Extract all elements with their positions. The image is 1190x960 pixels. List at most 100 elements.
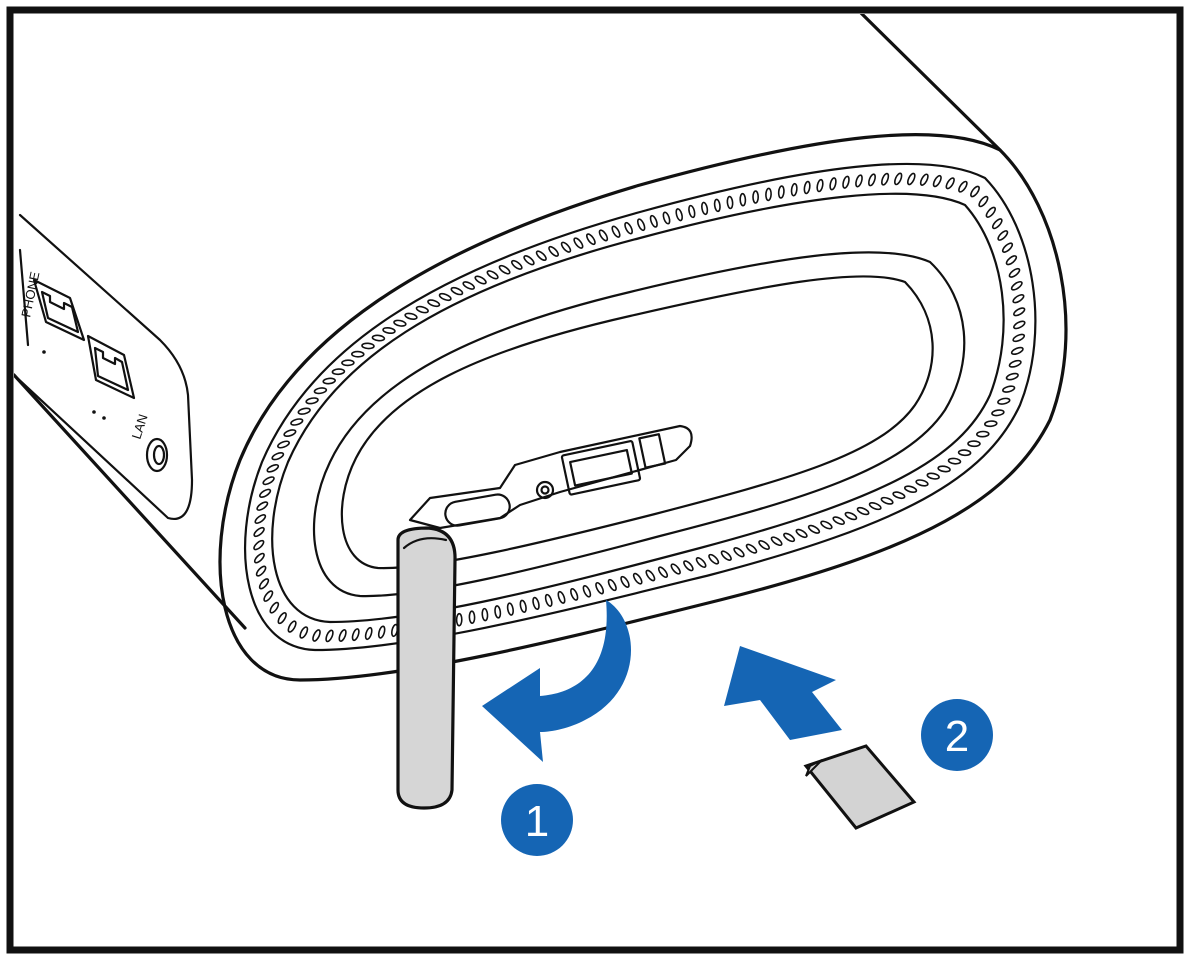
vent-hole [486,270,499,280]
vent-hole [726,195,734,210]
vent-hole [258,578,270,590]
curved-arrow-icon [482,600,632,762]
vent-hole [976,430,990,438]
vent-hole [807,524,821,534]
vent-hole [997,397,1011,405]
vent-hole [662,211,671,225]
vent-hole [970,185,980,198]
vent-hole [481,607,489,622]
vent-hole [708,553,720,565]
vent-hole [695,557,707,568]
vent-hole [263,590,274,602]
vent-hole [535,250,547,262]
vent-hole [770,536,783,547]
lan-port: LAN [86,334,151,441]
vent-hole [790,182,798,197]
vent-hole [255,565,267,577]
vent-hole [636,218,646,232]
vent-hole [253,526,265,538]
port-panel [14,213,194,521]
vent-hole [657,566,669,578]
vent-hole [985,206,996,218]
vent-hole [919,173,929,186]
vent-hole [498,264,511,275]
sim-card-icon [803,744,917,830]
reset-hole [145,437,169,473]
vent-hole [739,192,747,207]
vent-hole [438,292,452,302]
vent-hole [765,187,772,202]
vent-hole [510,259,523,270]
vent-hole [997,230,1009,241]
vent-hole [688,204,696,219]
vent-hole [570,587,579,601]
router-body [14,14,1002,630]
vent-hole [1012,294,1025,304]
vent-hole [649,214,658,228]
vent-hole [259,488,272,498]
vent-hole [544,593,553,607]
vent-hole [967,440,981,448]
router-end-cap [218,133,1068,682]
vent-hole [720,550,732,561]
vent-hole [287,620,297,633]
straight-arrow-icon [724,646,842,740]
vent-hole [557,590,566,604]
vent-hole [745,543,758,554]
step-badge-2: 2 [921,699,993,771]
sim-slot [408,424,693,530]
vent-hole [1013,307,1026,317]
vent-hole [829,177,837,191]
vent-hole [856,506,870,516]
vent-hole [945,177,955,190]
vent-hole [455,612,463,627]
vent-hole [915,479,929,487]
vent-hole [1005,372,1019,381]
vent-hole [733,547,745,558]
vent-hole [371,334,386,342]
vent-hole [937,465,951,473]
vent-hole [532,596,540,611]
vent-hole [299,626,309,639]
vent-hole [256,501,269,511]
vent-hole [254,514,267,524]
vent-hole [932,174,942,188]
vent-hole [312,629,321,642]
vent-hole [752,190,759,204]
vent-hole [842,175,850,189]
vent-hole [415,305,429,314]
vent-hole [548,245,559,257]
vent-hole [868,502,882,511]
vent-hole [783,532,796,543]
vent-hole [1012,333,1026,343]
vent-hole [361,342,375,350]
vent-hole [586,233,596,246]
vent-hole [325,629,334,643]
vent-hole [991,218,1003,230]
vent-hole [645,569,656,582]
vent-hole [271,452,285,461]
vent-hole [624,221,633,235]
sim-cover [396,526,457,810]
vent-hole [984,420,998,428]
vent-hole [262,476,275,486]
vent-hole [978,195,989,208]
vent-hole [393,319,407,327]
vent-hole [713,198,721,213]
vent-hole [880,496,894,505]
vent-hole [758,540,770,550]
vent-hole [506,602,514,616]
vent-hole [494,605,502,619]
vent-hole [611,225,621,238]
vent-hole [868,173,876,187]
vent-hole [305,397,319,405]
vent-hole [1001,242,1014,253]
vent-hole [283,429,297,438]
vent-hole [269,601,280,614]
vent-hole [1005,255,1018,266]
vent-hole [462,281,475,290]
vent-hole [474,275,487,285]
step-badge-1: 1 [501,784,573,856]
vent-hole [683,560,694,572]
